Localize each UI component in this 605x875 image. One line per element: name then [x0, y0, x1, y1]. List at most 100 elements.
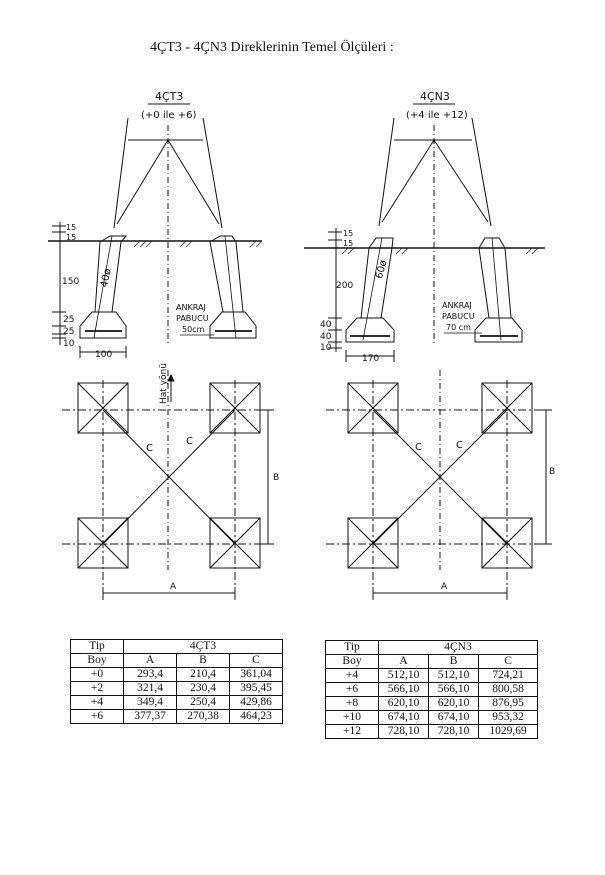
cell-a: 620,10 — [377, 696, 430, 711]
cell-c: 395,45 — [229, 681, 283, 696]
left-label-b: B — [273, 473, 279, 483]
col-a: A — [377, 654, 430, 669]
cell-c: 724,21 — [478, 668, 538, 683]
line-direction-label: Hat yönü — [159, 363, 169, 404]
right-label-b: B — [549, 467, 555, 477]
left-dim-150: 150 — [62, 277, 79, 287]
cell-a: 674,10 — [377, 710, 430, 725]
right-dim-40b: 40 — [320, 332, 332, 342]
right-dim-10: 10 — [320, 343, 332, 353]
cell-b: 674,10 — [428, 710, 480, 725]
right-dim-15a: 15 — [343, 229, 353, 238]
left-anchor-size: 50cm — [182, 325, 205, 334]
left-dim-25b: 25 — [63, 327, 74, 337]
left-elevation: 4ÇT3 (+0 ile +6) 40ø 15 15 150 25 25 10 — [48, 90, 263, 360]
cell-b: 620,10 — [428, 696, 480, 711]
cell-b: 270,38 — [176, 709, 230, 724]
right-anchor-label-2: PABUCU — [442, 312, 475, 321]
cell-boy: +4 — [70, 695, 124, 710]
left-dim-15b: 15 — [66, 233, 76, 242]
cell-a: 293,4 — [123, 667, 177, 682]
cell-boy: +4 — [325, 668, 379, 683]
right-label-a: A — [441, 582, 448, 592]
cell-boy: +6 — [70, 709, 124, 724]
table-row: +4 349,4 250,4 429,86 — [70, 695, 283, 710]
right-diameter: 60ø — [374, 259, 390, 280]
left-range: (+0 ile +6) — [141, 110, 196, 121]
left-anchor-label-2: PABUCU — [176, 314, 209, 323]
cell-boy: +8 — [325, 696, 379, 711]
col-a: A — [123, 653, 177, 668]
right-plan: C C B A — [326, 370, 555, 600]
cell-boy: +6 — [325, 682, 379, 697]
cell-c: 464,23 — [229, 709, 283, 724]
left-dim-25a: 25 — [63, 315, 74, 325]
table-row: +8 620,10 620,10 876,95 — [325, 696, 538, 711]
cell-a: 512,10 — [377, 668, 430, 683]
page-title: 4ÇT3 - 4ÇN3 Direklerinin Temel Ölçüleri … — [150, 40, 394, 55]
right-dim-15b: 15 — [343, 239, 353, 248]
right-anchor-size: 70 cm — [446, 323, 471, 332]
cell-a: 321,4 — [123, 681, 177, 696]
cell-c: 876,95 — [478, 696, 538, 711]
header-tip: Tip — [70, 639, 124, 654]
right-dim-200: 200 — [336, 281, 353, 291]
cell-c: 800,58 — [478, 682, 538, 697]
left-label-c1: C — [146, 443, 153, 454]
cell-c: 361,04 — [229, 667, 283, 682]
table-row: +4 512,10 512,10 724,21 — [325, 668, 538, 683]
cell-boy: +0 — [70, 667, 124, 682]
right-label-c2: C — [456, 440, 463, 451]
left-label-c2: C — [186, 436, 193, 447]
cell-b: 566,10 — [428, 682, 480, 697]
table-row: +12 728,10 728,10 1029,69 — [325, 724, 538, 739]
table-4cn3: Tip 4ÇN3 Boy A B C +4 512,10 512,10 724,… — [325, 640, 538, 739]
left-diameter: 40ø — [99, 268, 114, 289]
col-b: B — [176, 653, 230, 668]
header-boy: Boy — [70, 653, 124, 668]
right-dim-40a: 40 — [320, 320, 332, 330]
cell-a: 377,37 — [123, 709, 177, 724]
col-c: C — [229, 653, 283, 668]
table-4ct3: Tip 4ÇT3 Boy A B C +0 293,4 210,4 361,04… — [70, 639, 283, 724]
cell-b: 210,4 — [176, 667, 230, 682]
table-row: +0 293,4 210,4 361,04 — [70, 667, 283, 682]
cell-b: 728,10 — [428, 724, 480, 739]
cell-c: 429,86 — [229, 695, 283, 710]
table-row: +10 674,10 674,10 953,32 — [325, 710, 538, 725]
col-b: B — [428, 654, 480, 669]
right-tower-name: 4ÇN3 — [420, 90, 450, 103]
header-boy: Boy — [325, 654, 379, 669]
left-label-a: A — [170, 582, 177, 592]
cell-boy: +12 — [325, 724, 379, 739]
cell-c: 953,32 — [478, 710, 538, 725]
right-label-c1: C — [415, 442, 422, 453]
left-tower-name: 4ÇT3 — [155, 90, 183, 103]
cell-b: 512,10 — [428, 668, 480, 683]
header-tip: Tip — [325, 640, 379, 655]
cell-a: 728,10 — [377, 724, 430, 739]
right-range: (+4 ile +12) — [406, 110, 468, 121]
table-row: +6 566,10 566,10 800,58 — [325, 682, 538, 697]
table-row: +6 377,37 270,38 464,23 — [70, 709, 283, 724]
left-plan: C C B A Hat yönü — [62, 363, 279, 600]
left-anchor-label-1: ANKRAJ — [176, 303, 206, 312]
table-row: +2 321,4 230,4 395,45 — [70, 681, 283, 696]
cell-b: 250,4 — [176, 695, 230, 710]
header-group: 4ÇN3 — [378, 640, 538, 655]
col-c: C — [478, 654, 538, 669]
cell-b: 230,4 — [176, 681, 230, 696]
right-elevation: 4ÇN3 (+4 ile +12) 60ø 15 15 200 40 40 10… — [304, 90, 545, 364]
left-dim-10: 10 — [63, 339, 75, 349]
left-dim-15a: 15 — [66, 223, 76, 232]
cell-boy: +10 — [325, 710, 379, 725]
header-group: 4ÇT3 — [123, 639, 283, 654]
cell-boy: +2 — [70, 681, 124, 696]
cell-c: 1029,69 — [478, 724, 538, 739]
right-dim-170: 170 — [362, 354, 379, 364]
cell-a: 349,4 — [123, 695, 177, 710]
left-dim-100: 100 — [95, 350, 112, 360]
cell-a: 566,10 — [377, 682, 430, 697]
right-anchor-label-1: ANKRAJ — [442, 301, 472, 310]
